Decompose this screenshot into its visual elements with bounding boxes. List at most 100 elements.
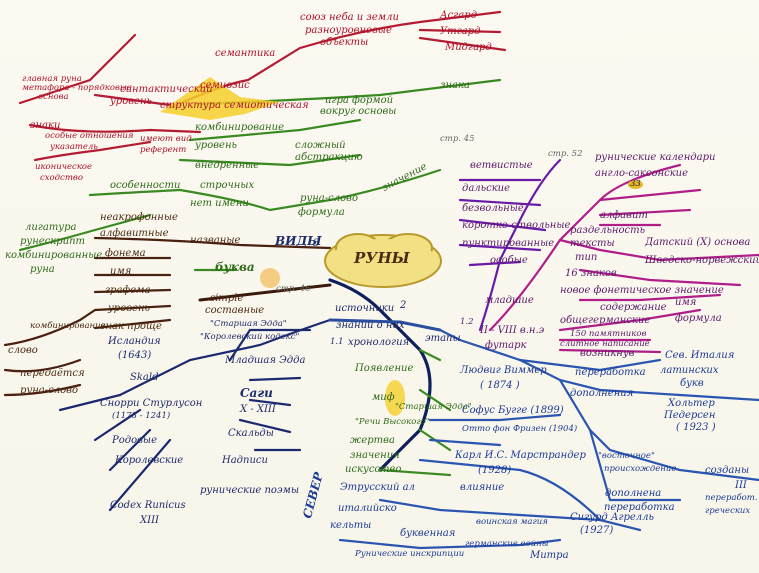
- node-anglo-num: 33: [628, 179, 643, 189]
- center-cloud: [324, 233, 442, 288]
- node-grecheskih: греческих: [705, 506, 751, 516]
- branch-green: [178, 153, 362, 167]
- node-razdelnost: раздельность: [570, 225, 646, 236]
- branch-magenta: [558, 238, 759, 262]
- node-anglo-saksonskie: англо-саксонские: [595, 168, 689, 179]
- node-utgard: Утгард: [440, 26, 481, 37]
- node-ligatura: лигатура: [25, 222, 77, 233]
- node-korolevsky-kodeks: "Королевский кодекс": [200, 332, 300, 342]
- node-vnedrennye: внедренные: [195, 160, 260, 171]
- node-formula2: формула: [675, 313, 722, 324]
- node-osobye-otnosheniya: особые отношения: [45, 131, 134, 141]
- node-znacheniya: значения: [350, 450, 400, 461]
- node-raznourovnevye: разноуровневые: [305, 25, 392, 36]
- branch-red: [93, 93, 172, 107]
- branch-blue: [378, 498, 642, 532]
- node-grafema: графема: [105, 285, 151, 296]
- node-runicheskie-kalendari: рунические календари: [595, 152, 716, 163]
- node-osnova: основа: [38, 92, 69, 102]
- branch-green: [88, 188, 182, 197]
- node-sintaktichesky: синтактический: [120, 84, 213, 95]
- node-skald: Skald: [130, 372, 159, 383]
- node-pedersen: Педерсен: [664, 410, 716, 421]
- node-otto: Отто фон Фризен (1904): [462, 424, 578, 434]
- node-slovo: слово: [8, 345, 38, 356]
- node-slozhnyy: сложный: [295, 140, 346, 151]
- node-etrussky: Этрусский ал: [340, 482, 415, 493]
- node-pedersen-year: ( 1923 ): [676, 422, 716, 433]
- node-vidy-num: 3: [313, 238, 320, 249]
- node-bukvennaya: буквенная: [400, 528, 456, 539]
- node-starshaya-edda: "Старшая Эдда": [210, 319, 287, 329]
- node-nadpisi: Надписи: [222, 455, 268, 466]
- node-ikonicheskoe: иконическое: [35, 162, 93, 172]
- node-iii: III: [735, 480, 747, 491]
- node-ukazatel: указатель: [50, 142, 98, 152]
- node-runeskript: рунескрипт: [20, 236, 86, 247]
- branch-magenta: [558, 308, 702, 354]
- node-sostavnye: составные: [205, 305, 265, 316]
- node-net-imeni: нет имени: [190, 198, 249, 209]
- node-rech-visokogo: "Речи Высокого": [355, 417, 430, 427]
- node-dopolnena: дополнена: [605, 488, 662, 499]
- node-kombinirovanie: комбинирование: [195, 122, 285, 133]
- branch-navy: [228, 328, 312, 434]
- node-osobennosti: особенности: [110, 180, 181, 191]
- branch-red: [28, 123, 202, 134]
- branch-green: [378, 348, 452, 477]
- node-uroven3: уровень: [108, 303, 150, 314]
- node-abstraktsiya: абстракцию: [295, 152, 363, 163]
- node-mif: миф: [372, 392, 395, 403]
- mif-highlight: [385, 380, 405, 416]
- node-runa-slovo: руна-слово: [300, 193, 358, 204]
- node-poyavlenie: Появление: [355, 363, 414, 374]
- node-teksty: тексты: [570, 238, 615, 249]
- node-uroven2: уровень: [195, 140, 237, 151]
- branch-purple: [458, 178, 547, 267]
- node-metafora: метафора - порядковые: [22, 83, 132, 93]
- node-pererabotka2: переработка: [604, 502, 675, 513]
- node-soderzhanie: содержание: [600, 302, 667, 313]
- node-germanskie: германские войны: [465, 539, 549, 549]
- branch-blue: [418, 413, 602, 522]
- node-znaniy: знаний о них: [336, 320, 405, 331]
- node-voinskaya: воинская магия: [476, 517, 548, 527]
- node-runicheskie-poemy: рунические поэмы: [200, 485, 299, 496]
- node-skhodstvo: сходство: [40, 173, 83, 183]
- node-codex: Codex Runicus: [110, 500, 186, 511]
- branch-magenta: [578, 268, 742, 302]
- node-nazvye: названые: [190, 235, 241, 246]
- node-semantika: семантика: [215, 48, 276, 59]
- node-snorri: Снорри Стурлусон: [100, 398, 203, 409]
- node-bukva: буква: [215, 260, 255, 274]
- node-sigurd-year: (1927): [580, 525, 614, 536]
- node-alfavitnye: алфавитные: [100, 228, 169, 239]
- semiozis-highlight: [160, 77, 280, 120]
- node-num-12: 1.2: [460, 317, 474, 327]
- node-sev-italiya: Сев. Италия: [665, 350, 735, 361]
- node-istochniki: источники: [335, 303, 395, 314]
- node-karl: Карл И.С. Марстрандер: [455, 450, 586, 461]
- node-sagi: Саги: [240, 386, 273, 400]
- node-obshchegermanskie: общегерманские: [560, 315, 651, 326]
- node-semiozis: семиозис: [200, 80, 250, 91]
- node-mif-edda: "Старшая Эдда": [395, 402, 472, 412]
- node-latinskih: латинских: [660, 365, 719, 376]
- node-igra-formoy: игра формой: [325, 95, 394, 106]
- node-ludwig: Людвиг Виммер: [460, 365, 547, 376]
- branch-brown: [93, 236, 332, 250]
- node-holter: Хольтер: [668, 398, 715, 409]
- node-znaka: знака: [440, 80, 470, 91]
- node-proiskhozhdenie: происхождение: [604, 464, 677, 474]
- node-punktirovannye: пунктированные: [462, 238, 555, 249]
- node-imya: имя: [110, 266, 132, 277]
- branch-magenta: [598, 188, 702, 227]
- node-obekty: объекты: [320, 37, 369, 48]
- node-kelty: кельты: [330, 520, 372, 531]
- node-tip: тип: [575, 252, 598, 263]
- branch-green: [188, 118, 362, 142]
- node-istochniki-num: 2: [400, 300, 407, 311]
- node-strochnye: строчных: [200, 180, 255, 191]
- node-italiysky: италийско: [338, 503, 397, 514]
- node-korotkostvolnye: коротко ствольные: [462, 220, 571, 231]
